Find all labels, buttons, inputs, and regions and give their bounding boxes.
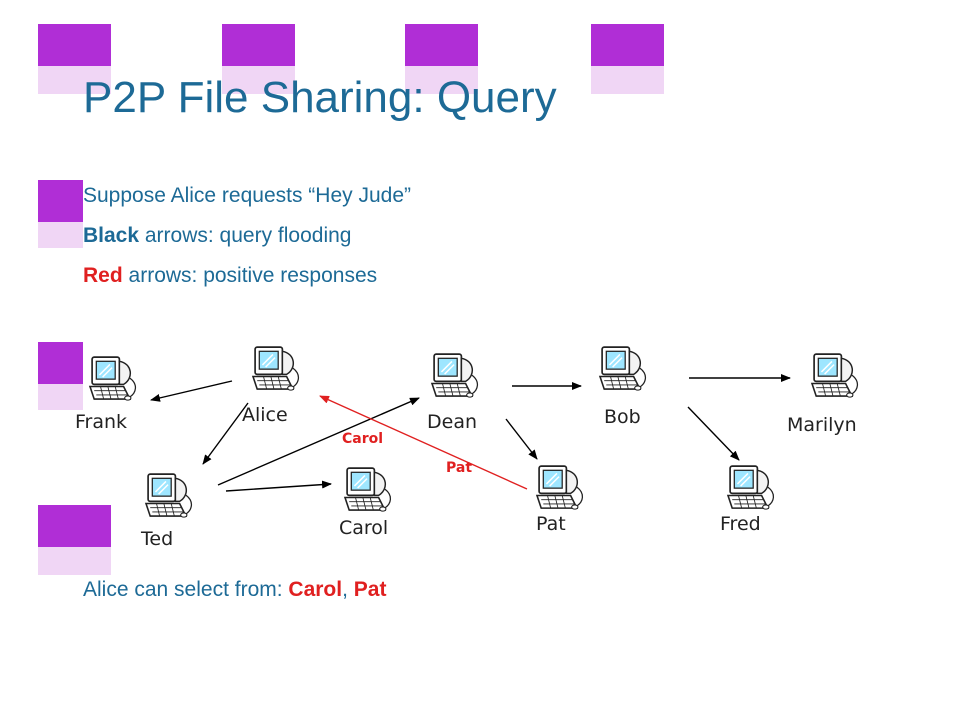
- computer-user-icon: [599, 346, 647, 391]
- decor-square: [222, 24, 295, 66]
- bullet-select-sep: ,: [342, 578, 354, 601]
- bullet-request-text: Suppose Alice requests “Hey Jude”: [83, 184, 412, 207]
- arrow-dean-pat: [505, 418, 538, 460]
- node-label-marilyn: Marilyn: [787, 414, 857, 436]
- node-label-pat: Pat: [536, 513, 566, 535]
- node-label-alice: Alice: [242, 404, 288, 426]
- node-label-ted: Ted: [141, 528, 174, 550]
- computer-user-icon: [145, 473, 193, 518]
- decor-square: [38, 342, 83, 384]
- bullet-black-text: arrows: query flooding: [139, 224, 352, 247]
- arrow-ted-carol: [225, 480, 332, 492]
- node-label-carol: Carol: [339, 517, 389, 539]
- arrow-alice-frank: [150, 380, 233, 402]
- decor-square: [38, 24, 111, 66]
- bullet-select-carol: Carol: [288, 578, 343, 601]
- bullet-red-arrows: Red arrows: positive responses: [83, 264, 377, 288]
- decor-square: [405, 66, 478, 94]
- bullet-select-pat: Pat: [353, 578, 387, 601]
- decor-square: [38, 222, 83, 248]
- node-label-dean: Dean: [427, 411, 478, 433]
- arrow-bob-fred: [687, 406, 740, 461]
- computer-user-icon: [252, 346, 300, 391]
- node-label-frank: Frank: [75, 411, 128, 433]
- decor-square: [38, 505, 111, 547]
- decor-square: [38, 66, 111, 94]
- computer-user-icon: [344, 467, 392, 512]
- bullet-request: Suppose Alice requests “Hey Jude”: [83, 184, 411, 208]
- response-label-carol: Carol: [342, 431, 384, 447]
- arrow-ted-dean: [217, 397, 420, 486]
- bullet-black-arrows: Black arrows: query flooding: [83, 224, 352, 248]
- node-label-fred: Fred: [720, 513, 761, 535]
- decor-square: [591, 66, 664, 94]
- decor-square: [38, 180, 83, 222]
- slide-title: P2P File Sharing: Query: [83, 73, 557, 122]
- computer-user-icon: [727, 465, 775, 510]
- bullet-black-keyword: Black: [83, 224, 140, 247]
- decor-square: [38, 547, 111, 575]
- bullet-select-prefix: Alice can select from:: [83, 578, 289, 601]
- node-label-bob: Bob: [604, 406, 641, 428]
- computer-user-icon: [536, 465, 584, 510]
- bullet-red-text: arrows: positive responses: [122, 264, 378, 287]
- bullet-red-keyword: Red: [83, 264, 123, 287]
- arrow-alice-ted: [202, 402, 249, 465]
- response-label-pat: Pat: [446, 460, 473, 476]
- bullet-select: Alice can select from: Carol, Pat: [83, 578, 386, 602]
- decor-square: [405, 24, 478, 66]
- decor-square: [222, 66, 295, 94]
- decor-square: [591, 24, 664, 66]
- arrow-response-to-alice: [319, 395, 528, 490]
- computer-user-icon: [811, 353, 859, 398]
- computer-user-icon: [431, 353, 479, 398]
- computer-user-icon: [89, 356, 137, 401]
- decor-square: [38, 384, 83, 410]
